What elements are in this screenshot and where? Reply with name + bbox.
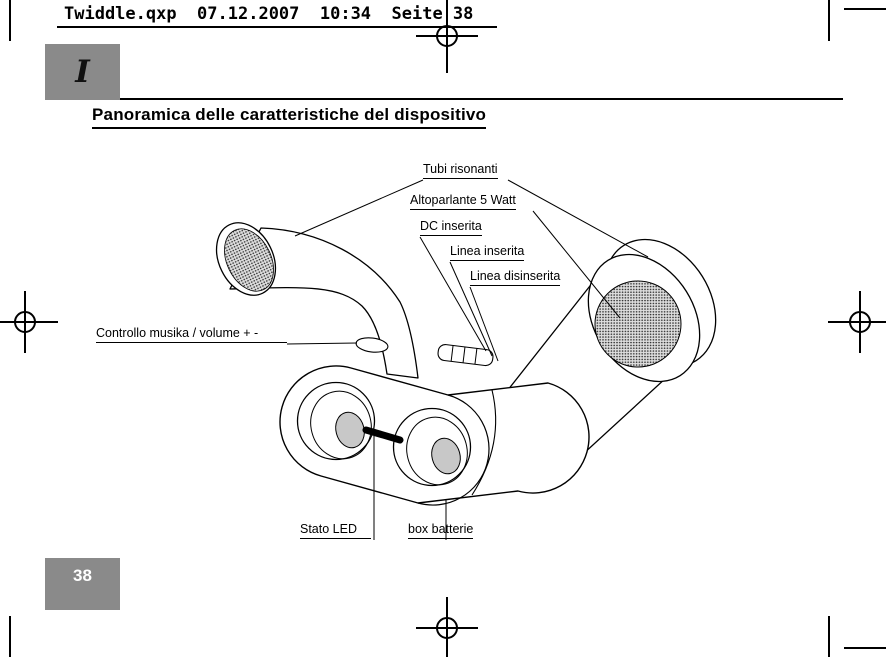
crop-mark	[828, 616, 830, 657]
connector-panel	[437, 344, 494, 367]
callout-box-batterie: box batterie	[408, 522, 474, 539]
leader-lines	[286, 179, 649, 540]
print-header: Twiddle.qxp 07.12.2007 10:34 Seite 38	[64, 4, 474, 24]
section-tab: I	[45, 44, 120, 100]
right-driver-port	[431, 437, 461, 475]
left-resonant-tube	[229, 227, 419, 379]
body-front-rim	[417, 394, 490, 506]
callout-linea-inserita: Linea inserita	[450, 244, 525, 261]
page-number-tab: 38	[45, 558, 120, 610]
crop-mark	[844, 647, 886, 649]
right-driver	[392, 407, 472, 487]
right-driver-recess	[406, 416, 468, 486]
header-rule	[57, 26, 497, 28]
crop-mark	[828, 0, 830, 41]
callout-stato-led: Stato LED	[300, 522, 371, 539]
section-rule	[120, 98, 843, 100]
left-driver-port	[335, 411, 365, 449]
crop-mark	[9, 0, 11, 41]
page-number: 38	[73, 566, 92, 585]
page-title: Panoramica delle caratteristiche del dis…	[92, 105, 487, 129]
crop-mark	[844, 8, 886, 10]
speaker-grille	[594, 280, 682, 368]
status-led	[362, 426, 404, 444]
callout-tubi-risonanti: Tubi risonanti	[423, 162, 498, 179]
callout-dc-inserita: DC inserita	[420, 219, 482, 236]
left-driver	[296, 381, 376, 461]
left-driver-recess	[310, 390, 372, 460]
section-tab-label: I	[75, 54, 90, 90]
crop-mark	[9, 616, 11, 657]
callout-controllo-volume: Controllo musika / volume + -	[96, 326, 287, 343]
callout-altoparlante: Altoparlante 5 Watt	[410, 193, 516, 210]
battery-compartment-seam	[471, 389, 497, 496]
left-tube-grille	[224, 228, 274, 292]
callout-linea-disinserita: Linea disinserita	[470, 269, 561, 286]
